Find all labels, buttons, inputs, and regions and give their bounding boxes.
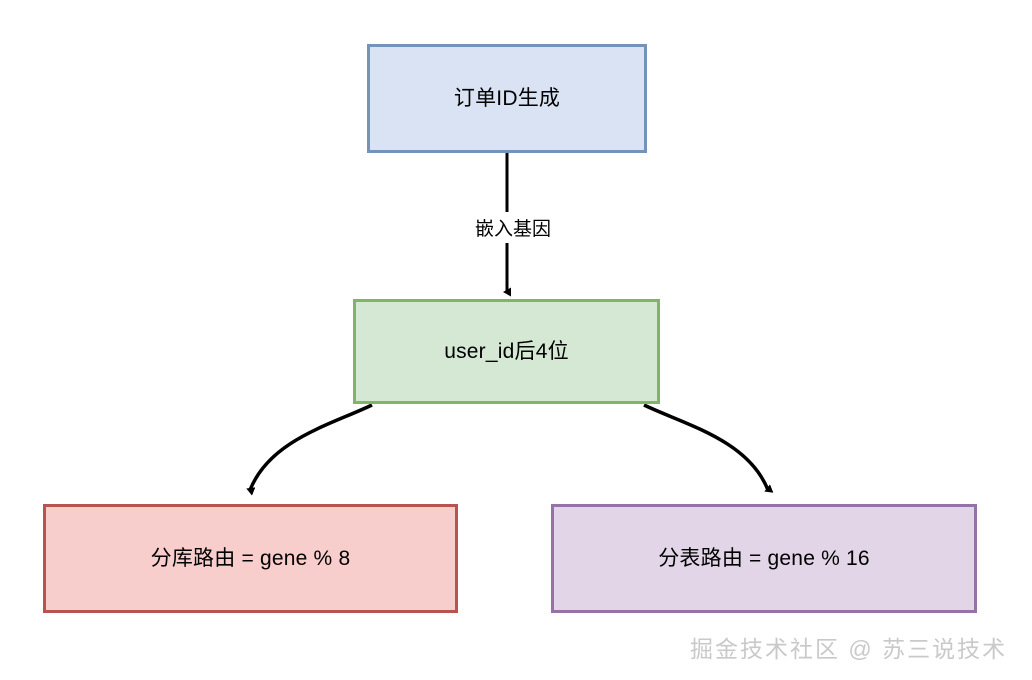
node-user-id-gene[interactable]: user_id后4位 <box>353 299 660 404</box>
edge-label-embed-gene: 嵌入基因 <box>448 212 578 243</box>
node-table-route[interactable]: 分表路由 = gene % 16 <box>551 504 977 613</box>
node-order-id-label: 订单ID生成 <box>453 86 561 110</box>
node-table-route-label: 分表路由 = gene % 16 <box>658 546 870 570</box>
edge-gene-to-table-route <box>643 403 774 493</box>
node-order-id-generation[interactable]: 订单ID生成 <box>367 44 647 153</box>
node-db-route-label: 分库路由 = gene % 8 <box>150 546 351 570</box>
edge-gene-to-db-route <box>246 403 373 496</box>
node-database-route[interactable]: 分库路由 = gene % 8 <box>43 504 458 613</box>
watermark-text: 掘金技术社区 @ 苏三说技术 <box>690 636 1008 662</box>
node-user-gene-label: user_id后4位 <box>444 339 569 363</box>
